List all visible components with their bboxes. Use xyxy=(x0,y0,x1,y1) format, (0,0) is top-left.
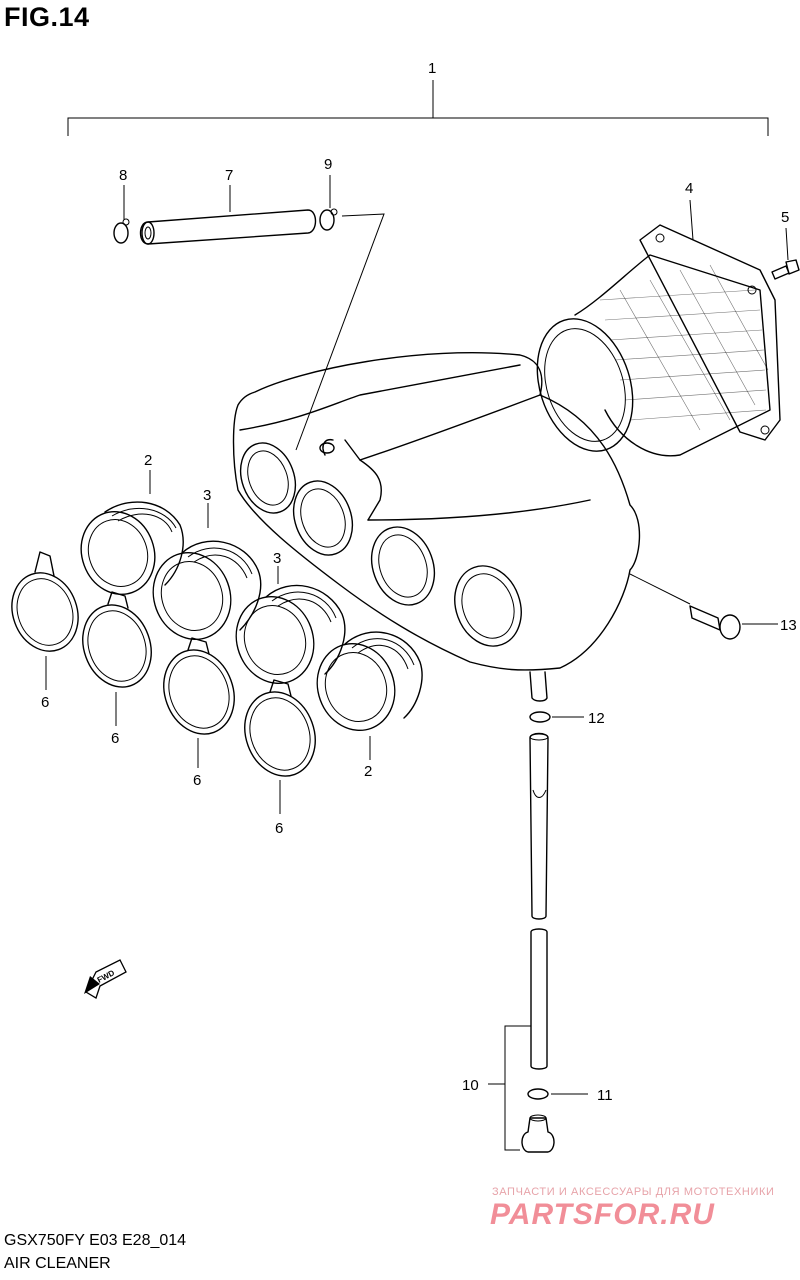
callout-2-right: 2 xyxy=(364,763,372,780)
hose-clamp-part-6-d[interactable] xyxy=(233,679,326,786)
callout-6-d: 6 xyxy=(275,820,283,837)
figure-title: FIG.14 xyxy=(4,2,90,32)
callout-3-right: 3 xyxy=(273,550,281,567)
callout-6-b: 6 xyxy=(111,730,119,747)
air-cleaner-case[interactable] xyxy=(231,352,641,702)
clip-part-12[interactable] xyxy=(529,711,551,723)
drain-hose-lower[interactable] xyxy=(530,928,548,1070)
callout-10: 10 xyxy=(462,1077,479,1094)
hose-clamp-part-6-b[interactable] xyxy=(72,591,163,697)
bolt-part-13[interactable] xyxy=(689,605,741,640)
hose-part-7[interactable] xyxy=(139,209,317,245)
drain-plug[interactable] xyxy=(521,1114,555,1153)
clamp-part-9[interactable] xyxy=(319,208,338,231)
assembly-bracket xyxy=(67,80,769,136)
intake-boot-part-2-right[interactable] xyxy=(305,631,423,741)
hose-clamp-part-6-c[interactable] xyxy=(152,637,245,744)
callout-6-a: 6 xyxy=(41,694,49,711)
callout-1: 1 xyxy=(428,60,436,77)
section-name: AIR CLEANER xyxy=(4,1255,111,1272)
watermark-logo: PARTSFOR.RU xyxy=(490,1198,715,1231)
callout-4: 4 xyxy=(685,180,693,197)
callout-12: 12 xyxy=(588,710,605,727)
callout-8: 8 xyxy=(119,167,127,184)
intake-boot-part-3-right[interactable] xyxy=(224,584,346,695)
callout-3-left: 3 xyxy=(203,487,211,504)
callout-7: 7 xyxy=(225,167,233,184)
model-code: GSX750FY E03 E28_014 xyxy=(4,1232,187,1249)
hose-clamp-part-6-a[interactable] xyxy=(1,551,89,661)
watermark-tagline: ЗАПЧАСТИ И АКСЕССУАРЫ ДЛЯ МОТОТЕХНИКИ xyxy=(492,1186,775,1198)
fwd-arrow-icon: FWD xyxy=(84,959,127,999)
intake-boot-part-2-left[interactable] xyxy=(70,501,184,605)
callout-11: 11 xyxy=(597,1087,613,1104)
callout-6-c: 6 xyxy=(193,772,201,789)
intake-boot-part-3-left[interactable] xyxy=(141,540,262,650)
clamp-part-8[interactable] xyxy=(113,218,130,244)
callout-2-left: 2 xyxy=(144,452,152,469)
bolt-part-5[interactable] xyxy=(771,259,800,280)
callout-9: 9 xyxy=(324,156,332,173)
filter-element-part-4[interactable] xyxy=(521,224,781,464)
drain-hose-upper[interactable] xyxy=(529,732,549,920)
callout-5: 5 xyxy=(781,209,789,226)
clip-part-11[interactable] xyxy=(527,1088,549,1100)
callout-13: 13 xyxy=(780,617,797,634)
